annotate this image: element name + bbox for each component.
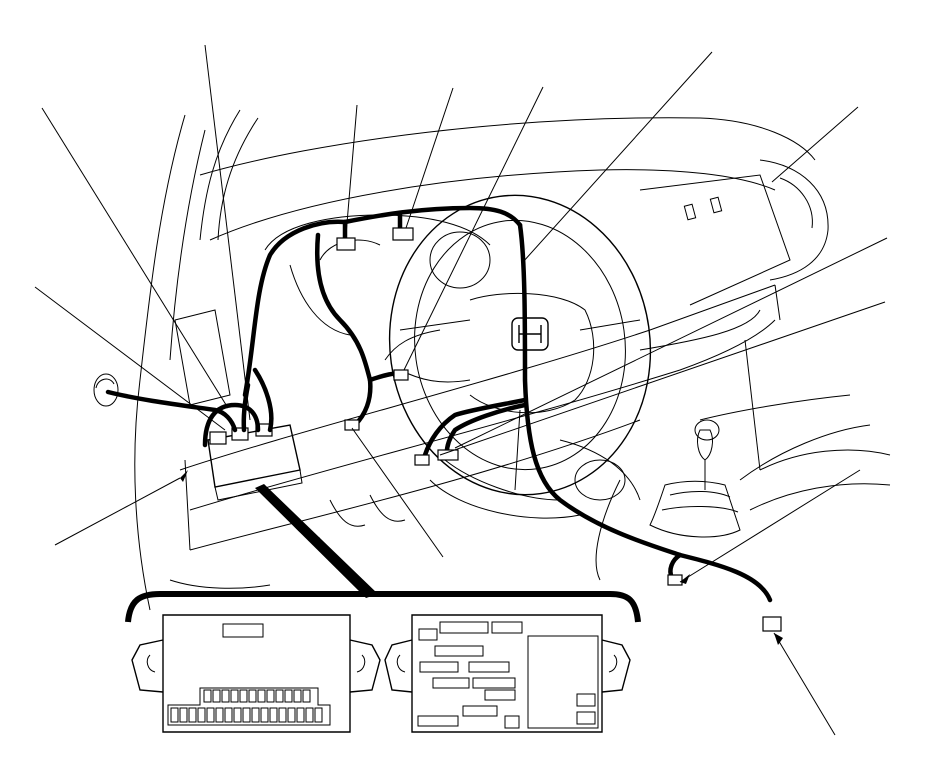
callout-leader-2 xyxy=(204,44,251,421)
shift-lever xyxy=(595,419,741,581)
connector-column-upper xyxy=(393,369,409,381)
a-pillar-outline xyxy=(134,109,259,611)
instrument-cluster xyxy=(264,214,491,336)
grommet-icon xyxy=(93,373,119,407)
callout-leader-3 xyxy=(34,286,226,431)
callout-leader-7 xyxy=(403,86,544,371)
callout-leader-13 xyxy=(679,469,861,583)
callout-leaders xyxy=(34,44,888,736)
callout-leader-9 xyxy=(771,106,859,183)
fuse-box-front-view xyxy=(384,614,631,733)
callout-leader-1 xyxy=(41,107,229,409)
steering-column xyxy=(429,439,641,519)
connector-cluster-right xyxy=(392,227,414,241)
steering-wheel xyxy=(384,194,652,496)
driver-seat-edge xyxy=(749,449,891,511)
windshield-and-dash-top xyxy=(199,117,829,306)
pin-row-lower xyxy=(170,707,323,723)
callout-leader-14 xyxy=(773,632,836,736)
callout-leader-5 xyxy=(345,104,358,236)
callout-leader-12 xyxy=(351,427,444,558)
fuse-box-rear-view xyxy=(131,614,381,733)
callout-leader-11 xyxy=(439,301,886,456)
connector-console xyxy=(667,574,683,586)
harness-connectors xyxy=(336,227,782,632)
pin-row-upper xyxy=(203,689,311,703)
connector-column-lower-1 xyxy=(414,454,430,466)
honda-emblem-icon xyxy=(511,317,549,351)
connector-cluster-left xyxy=(336,237,356,251)
detail-bracket xyxy=(125,484,641,623)
callout-leader-8 xyxy=(522,51,713,263)
connector-column-left xyxy=(344,419,360,431)
callout-leader-4 xyxy=(54,477,181,546)
callout-leader-6 xyxy=(405,87,454,229)
callout-leader-10 xyxy=(454,237,888,449)
connector-rear xyxy=(762,616,782,632)
main-wire-harness xyxy=(105,205,773,603)
connector-column-lower-2 xyxy=(437,449,459,461)
